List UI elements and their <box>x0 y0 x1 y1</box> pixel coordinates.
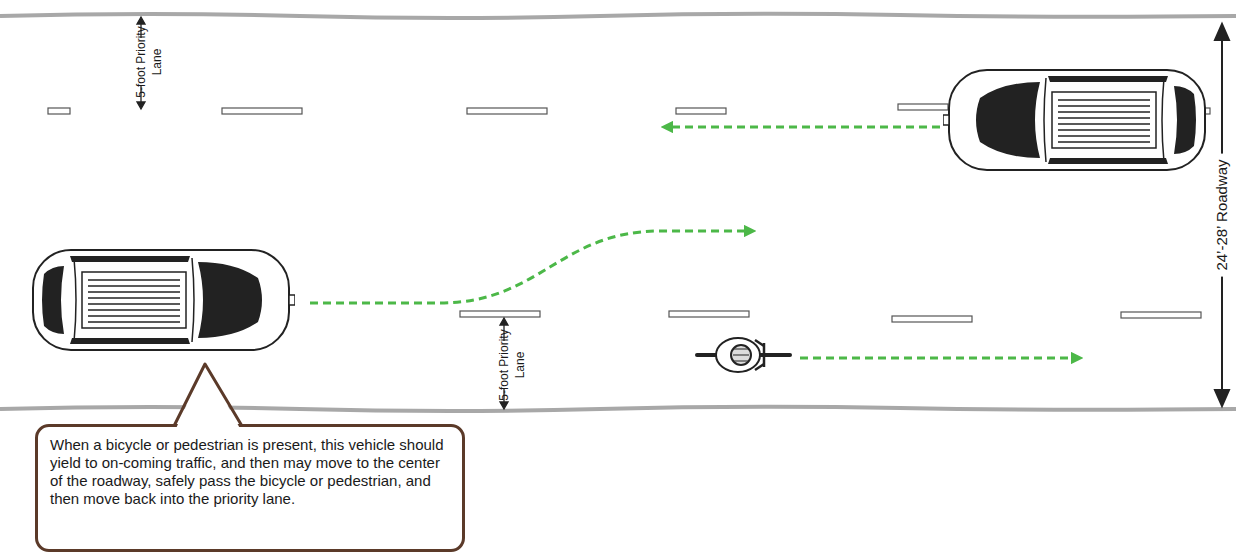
callout-text: When a bicycle or pedestrian is present,… <box>50 436 450 508</box>
lane-width-label: 5-foot Priority Lane <box>133 23 165 101</box>
lane-width-label: 5-foot Priority Lane <box>496 326 528 404</box>
roadway-width-label: 24’-28’ Roadway <box>1213 153 1231 276</box>
callout-box: When a bicycle or pedestrian is present,… <box>35 424 465 552</box>
